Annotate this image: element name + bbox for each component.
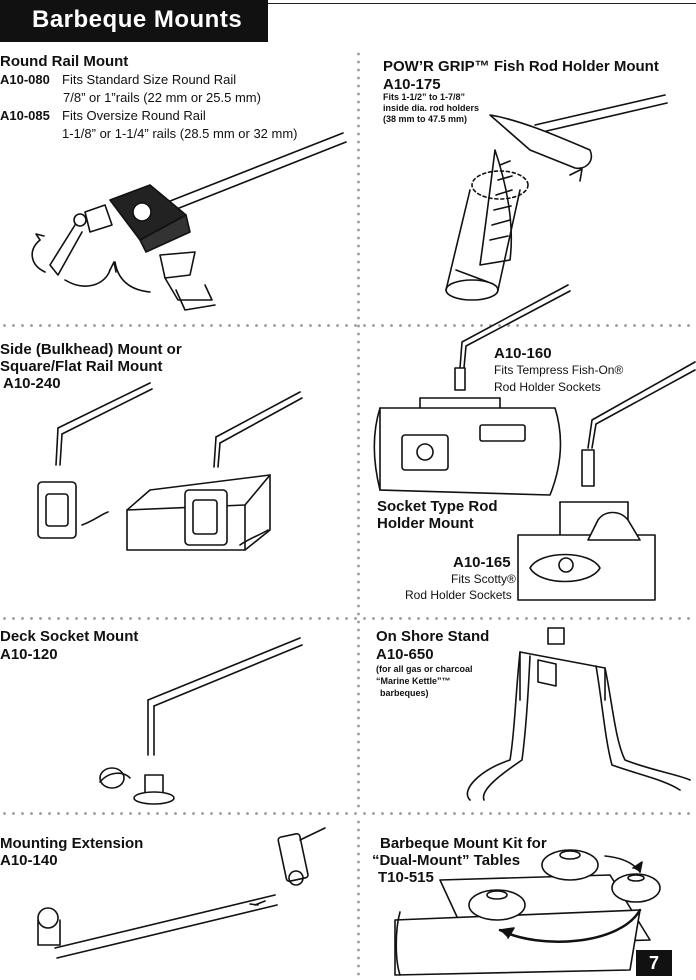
shore-note-3: barbeques) (380, 688, 429, 698)
bbq-kit-illustration (394, 849, 661, 976)
powr-grip-note-2: inside dia. rod holders (383, 103, 480, 113)
shore-note-2: “Marine Kettle”™ (376, 676, 451, 686)
socket-title-1: Socket Type Rod (377, 498, 498, 515)
kit-title-2: “Dual-Mount” Tables (372, 852, 521, 869)
header-rule (268, 3, 696, 4)
header-bar (0, 0, 268, 42)
a10-160-desc-2: Rod Holder Sockets (494, 380, 601, 394)
deck-socket-illustration (99, 637, 303, 805)
side-mount-title-2: Square/Flat Rail Mount (0, 358, 163, 375)
a10-165-desc-1: Fits Scotty® (451, 572, 516, 586)
row-divider-2 (0, 617, 696, 620)
deck-title: Deck Socket Mount (0, 628, 139, 645)
a10-080-sizes: 7/8” or 1”rails (22 mm or 25.5 mm) (63, 90, 261, 105)
page-title: Barbeque Mounts (32, 6, 243, 33)
a10-085-sizes: 1-1/8” or 1-1/4” rails (28.5 mm or 32 mm… (62, 126, 298, 141)
shore-stand-illustration (466, 627, 691, 801)
shore-note-1: (for all gas or charcoal (376, 664, 473, 674)
a10-165-desc-2: Rod Holder Sockets (405, 588, 512, 602)
kit-title-1: Barbeque Mount Kit for (380, 835, 547, 852)
side-mount-title-1: Side (Bulkhead) Mount or (0, 341, 182, 358)
a10-240-code: A10-240 (3, 375, 61, 392)
a10-080-code: A10-080 (0, 72, 50, 87)
a10-175-code: A10-175 (383, 76, 441, 93)
column-divider (357, 50, 360, 810)
a10-160-desc-1: Fits Tempress Fish-On® (494, 363, 624, 377)
side-mount-illustration (37, 382, 303, 551)
powr-grip-note-1: Fits 1-1/2” to 1-7/8” (383, 92, 466, 102)
row-divider-3 (0, 812, 696, 815)
shore-title: On Shore Stand (376, 628, 490, 645)
a10-140-code: A10-140 (0, 852, 58, 869)
a10-165-code: A10-165 (453, 554, 511, 571)
extension-illustration (37, 827, 326, 959)
a10-085-code: A10-085 (0, 108, 50, 123)
socket-title-2: Holder Mount (377, 515, 474, 532)
t10-515-code: T10-515 (378, 869, 434, 886)
page-number: 7 (648, 953, 659, 973)
a10-120-code: A10-120 (0, 646, 58, 663)
powr-grip-note-3: (38 mm to 47.5 mm) (383, 114, 468, 124)
a10-160-code: A10-160 (494, 345, 552, 362)
a10-085-desc: Fits Oversize Round Rail (62, 108, 206, 123)
powr-grip-illustration (445, 94, 668, 301)
extension-title: Mounting Extension (0, 835, 144, 852)
powr-grip-title: POW’R GRIP™ Fish Rod Holder Mount (383, 58, 659, 75)
a10-080-desc: Fits Standard Size Round Rail (62, 72, 237, 87)
a10-650-code: A10-650 (376, 646, 434, 663)
socket-mount-illustration (373, 284, 696, 601)
row-divider-1 (0, 324, 696, 327)
column-divider-lower (357, 818, 360, 980)
page-number-box (636, 950, 672, 976)
round-rail-title: Round Rail Mount (0, 53, 129, 70)
round-rail-mount-illustration (31, 132, 347, 311)
